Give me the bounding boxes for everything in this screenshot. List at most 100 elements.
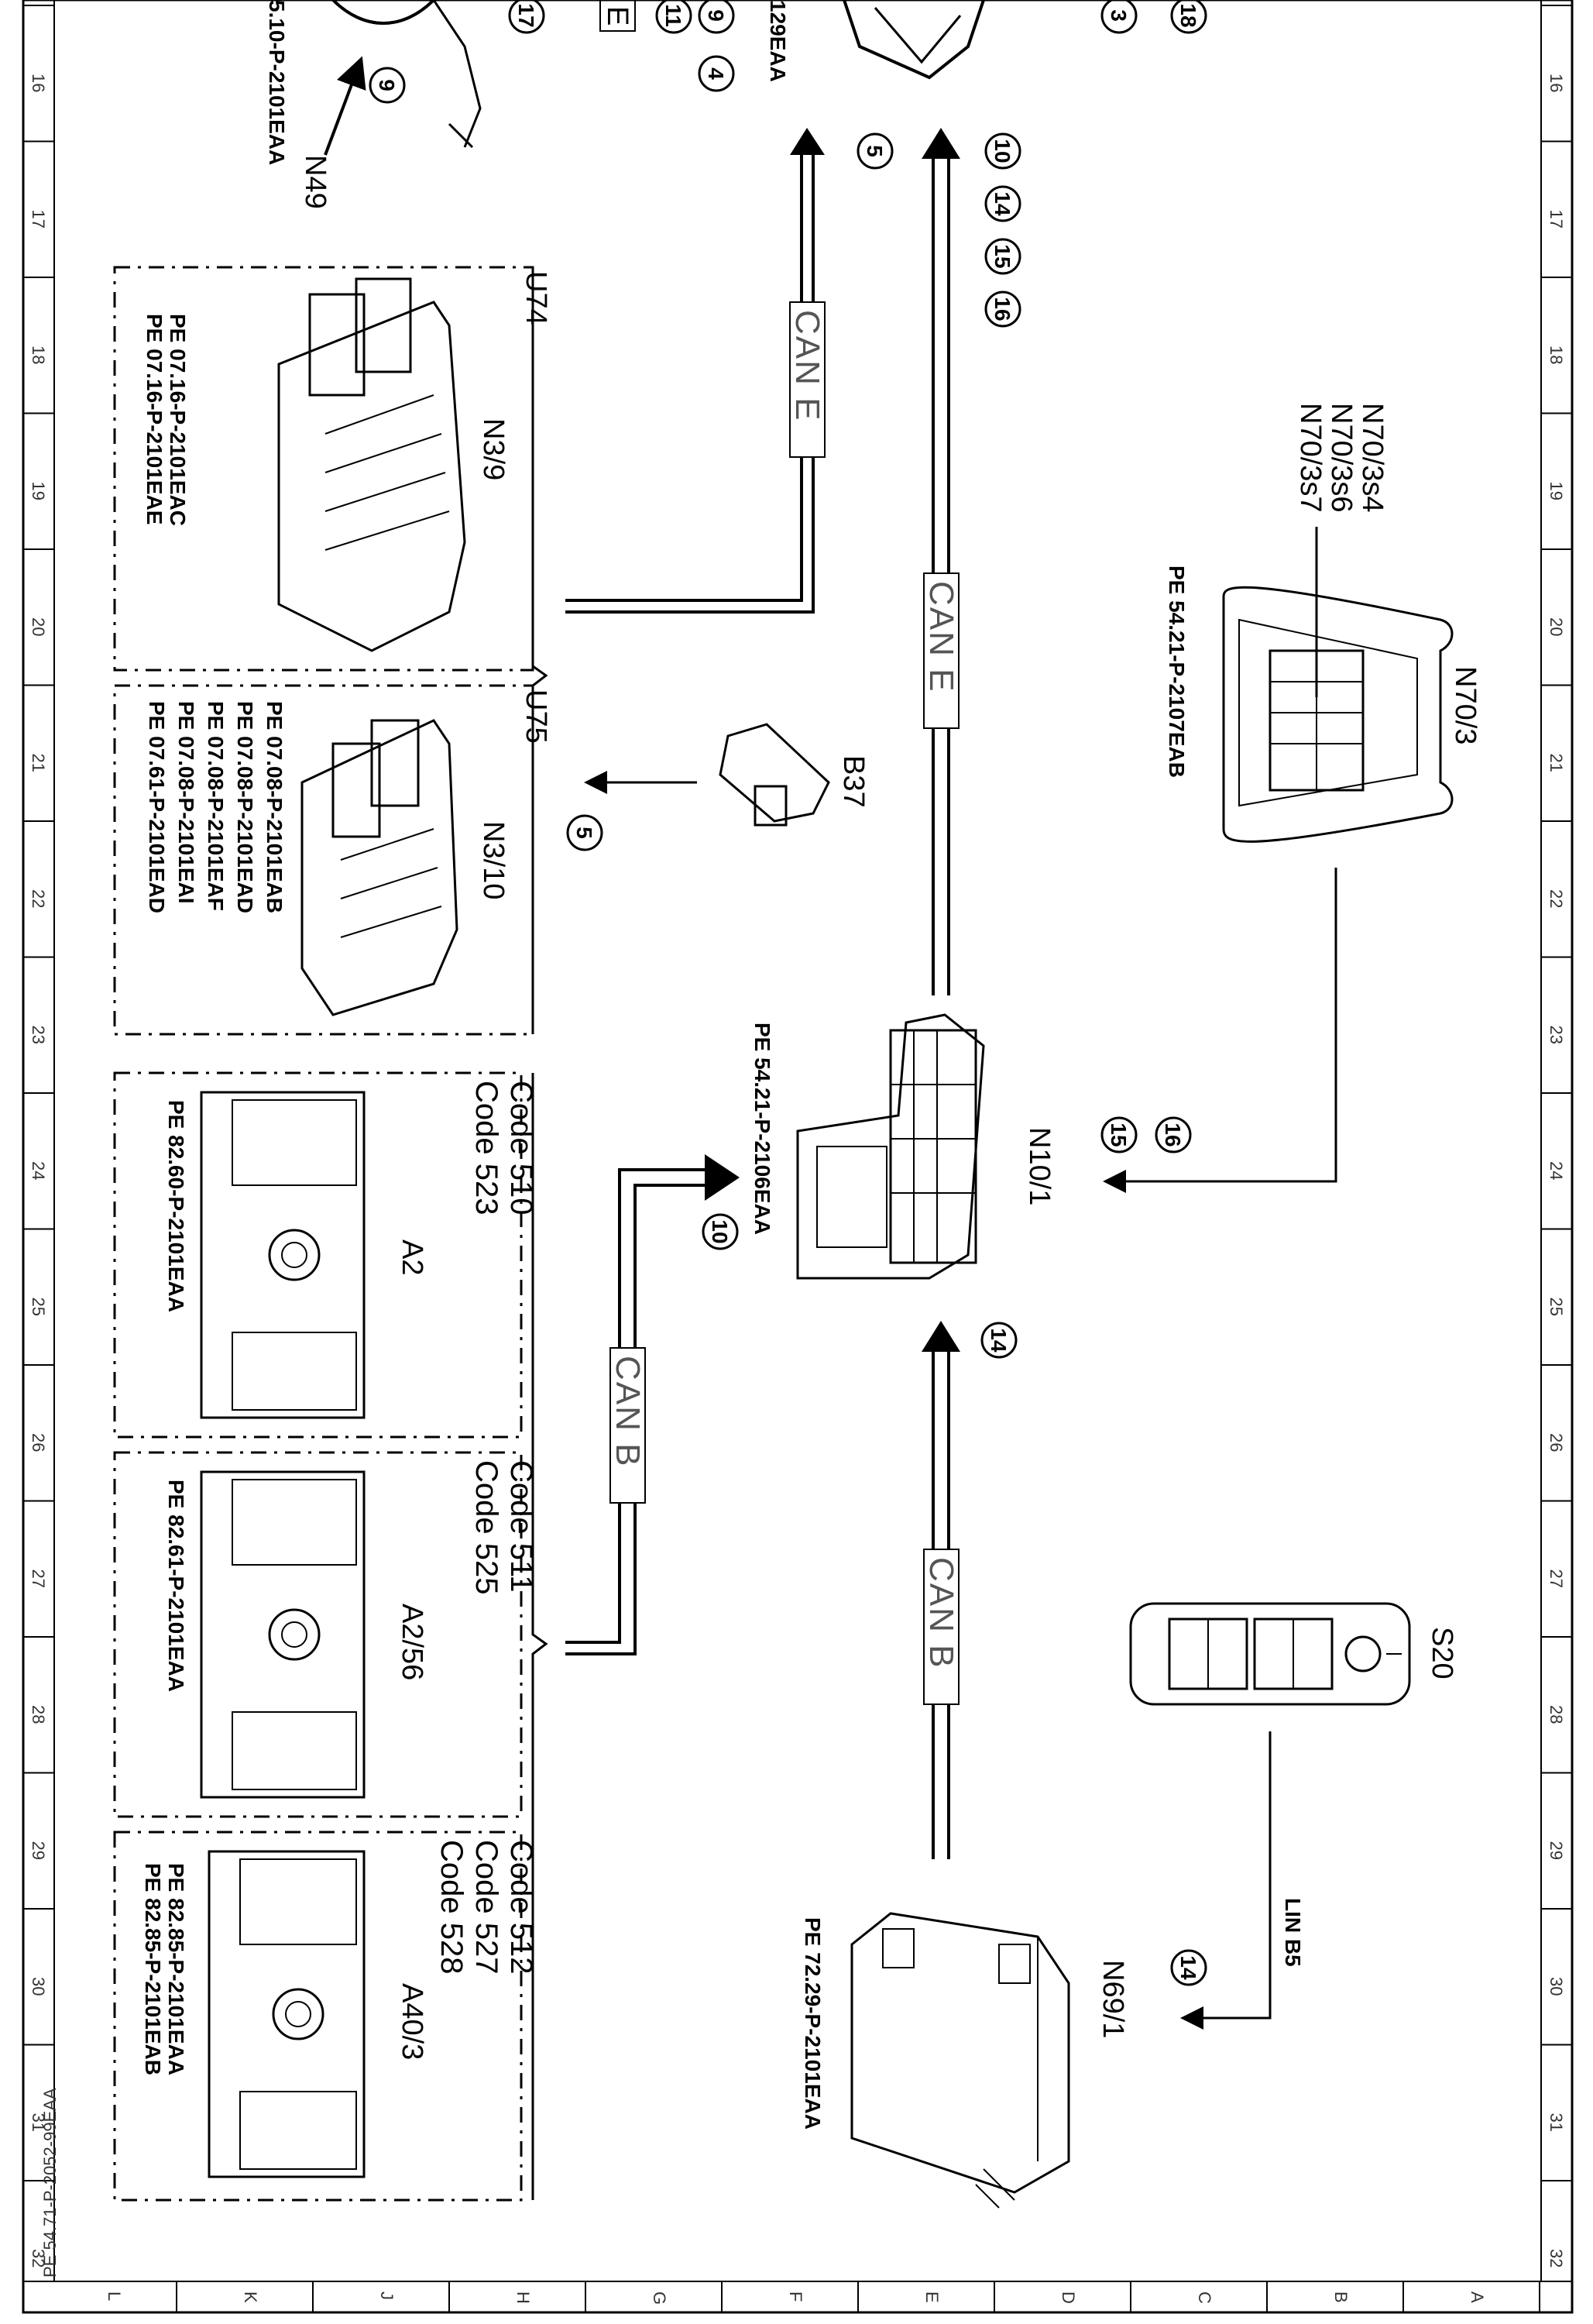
a2-frame — [113, 1071, 523, 1439]
grid-col-label-left: 28 — [29, 1705, 48, 1724]
boxed-letter: E — [601, 6, 633, 26]
n3-9-label: N3/9 — [477, 418, 510, 480]
u75-label: U75 — [520, 689, 552, 744]
grid-col-label-left: 25 — [29, 1298, 48, 1316]
grid-col-label-right: 20 — [1547, 617, 1566, 636]
n70-callout: 16 — [1161, 1122, 1185, 1147]
can-e-callout: 16 — [990, 297, 1015, 321]
grid-col-label-left: 23 — [29, 1026, 48, 1044]
top-callout: 11 — [661, 4, 685, 27]
grid-col-label-right: 21 — [1547, 754, 1566, 772]
can-e-main-label: CAN E — [922, 581, 960, 693]
a2-56-ref: PE 82.61-P-2101EAA — [164, 1480, 188, 1692]
grid-col-label-left: 30 — [29, 1977, 48, 1996]
grid-col-label-left: 16 — [29, 74, 48, 92]
grid-col-label-right: 25 — [1547, 1298, 1566, 1316]
top-right-callout-circle — [1100, 0, 1138, 34]
grid-col-label-right: 24 — [1547, 1161, 1566, 1180]
grid-col-label-left: 17 — [29, 210, 48, 229]
can-b-lower-line — [922, 1321, 960, 1859]
grid-col-label-left: 18 — [29, 346, 48, 364]
a40-3-code-1: Code 512 — [504, 1840, 538, 1974]
n70-3-ref: PE 54.21-P-2107EAB — [1165, 566, 1189, 778]
top-right-callout: 3 — [1107, 9, 1131, 22]
grid-col-label-right: 27 — [1547, 1569, 1566, 1588]
b37-sensor — [719, 723, 830, 827]
can-e-callout-circle — [984, 185, 1021, 222]
grid-col-label-right: 22 — [1547, 889, 1566, 908]
brace-radio — [531, 1073, 548, 2200]
a2-code-1: Code 510 — [504, 1081, 538, 1215]
can-e-main-line — [922, 128, 960, 995]
grid-row-label: H — [513, 2291, 533, 2304]
a2-label: A2 — [396, 1239, 428, 1275]
grid-col-label-left: 31 — [29, 2113, 48, 2132]
s20-label: S20 — [1426, 1627, 1458, 1679]
can-b-upper-callout: 10 — [708, 1219, 732, 1243]
grid-col-label-right: 31 — [1547, 2113, 1566, 2132]
grid-row-label: E — [922, 2291, 942, 2303]
b37-label: B37 — [837, 755, 870, 808]
grid-row-label: G — [650, 2291, 669, 2305]
top-callout-circle — [698, 55, 735, 92]
n10-1-module — [796, 1013, 985, 1280]
top-callout: 4 — [704, 67, 728, 80]
can-b-lower-label: CAN B — [922, 1557, 960, 1669]
top-fragment-area: 5.10-P-2101EAA N49 E 129EAA — [265, 0, 985, 209]
n70-3-switch-s6: N70/3s6 — [1325, 403, 1358, 513]
top-right-callout-circle — [1170, 0, 1207, 34]
grid-col-label-right: 32 — [1547, 2249, 1566, 2267]
a2-56-radio-unit — [200, 1470, 366, 1799]
can-e-callout: 15 — [990, 244, 1015, 268]
n70-3-output-line — [1103, 868, 1337, 1193]
a2-ref: PE 82.60-P-2101EAA — [164, 1100, 188, 1312]
can-e-callout-circle — [984, 290, 1021, 328]
grid-col-label-left: 24 — [29, 1161, 48, 1180]
top-callout: 9 — [704, 9, 728, 22]
can-e-callout-circle — [984, 238, 1021, 275]
n70-3-control-panel — [1222, 586, 1454, 843]
n70-callout-circle — [1100, 1116, 1138, 1153]
lin-b5-label: LIN B5 — [1281, 1898, 1305, 1967]
top-callout-circle — [369, 67, 406, 104]
lin-b5-line — [1180, 1731, 1272, 2030]
a2-56-frame — [113, 1451, 523, 1818]
can-e-callout-circle — [984, 132, 1021, 170]
a40-3-radio-unit — [208, 1850, 366, 2178]
a40-3-code-3: Code 528 — [434, 1840, 469, 1974]
grid-row-label: B — [1331, 2291, 1351, 2303]
a2-radio-unit — [200, 1091, 366, 1419]
n3-10-ref: PE 07.08-P-2101EAB — [263, 701, 287, 913]
grid-col-label-left: 20 — [29, 617, 48, 636]
grid-col-label-left: 22 — [29, 889, 48, 908]
n70-3-switch-s7: N70/3s7 — [1294, 403, 1327, 513]
grid-row-label: D — [1059, 2291, 1078, 2304]
a2-56-code-2: Code 525 — [469, 1460, 503, 1594]
grid-col-label-left: 29 — [29, 1841, 48, 1860]
a40-3-label: A40/3 — [396, 1983, 428, 2060]
can-e-upper-line — [565, 128, 826, 614]
b37-callout: 5 — [572, 827, 596, 839]
top-callout-circle — [508, 0, 545, 34]
grid-col-label-right: 30 — [1547, 1977, 1566, 1996]
s20-switch — [1129, 1602, 1411, 1706]
grid-row-label: J — [377, 2291, 397, 2300]
grid-col-label-right: 23 — [1547, 1026, 1566, 1044]
n69-1-module — [850, 1912, 1070, 2209]
a40-3-ref-2: PE 82.85-P-2101EAB — [141, 1863, 165, 2075]
grid-col-label-right: 29 — [1547, 1841, 1566, 1860]
a40-3-code-2: Code 527 — [469, 1840, 503, 1974]
can-e-upper-callout: 5 — [863, 145, 887, 157]
grid-row-label: A — [1468, 2291, 1487, 2303]
grid-col-label-left: 32 — [29, 2249, 48, 2267]
n69-1-label: N69/1 — [1097, 1960, 1129, 2038]
u74-label: U74 — [520, 271, 552, 325]
grid-col-label-right: 17 — [1547, 210, 1566, 229]
